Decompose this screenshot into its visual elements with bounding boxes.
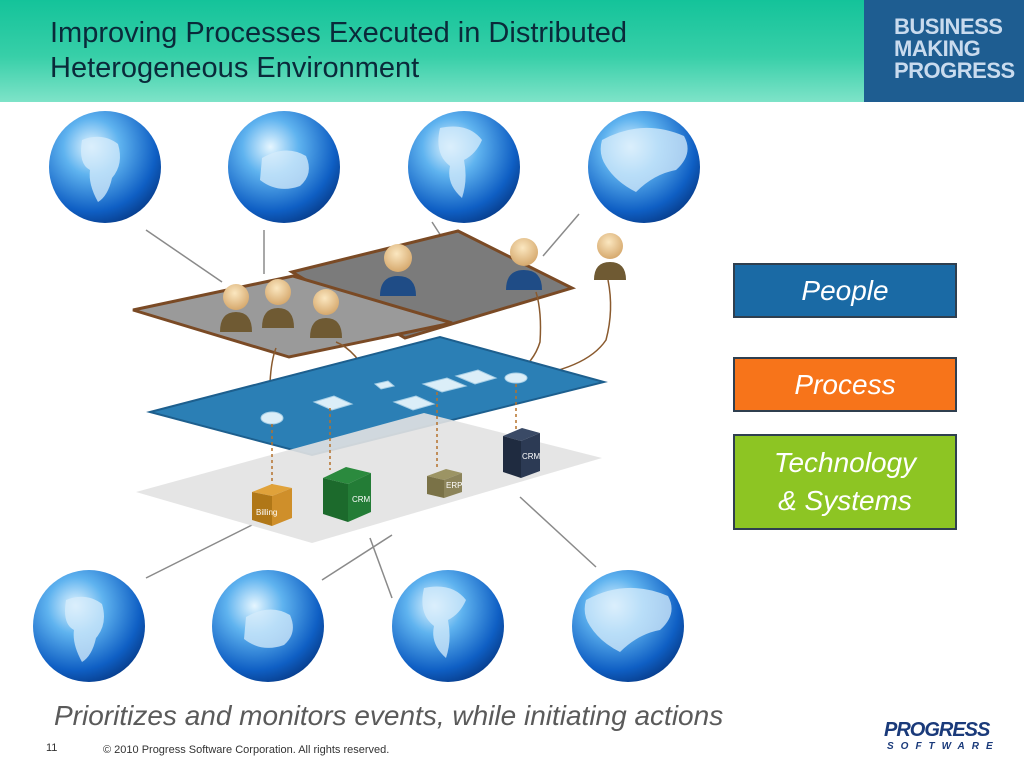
billing-label: Billing: [256, 508, 277, 517]
legend-technology-line-2: & Systems: [778, 485, 912, 516]
person-icon-2: [262, 279, 294, 328]
globe-icon-bottom-3: [392, 570, 504, 682]
legend-process-label: Process: [794, 369, 896, 400]
globe-icon-bottom-4: [572, 570, 684, 682]
brand-panel: BUSINESS MAKING PROGRESSTM: [864, 0, 1024, 102]
slide-title: Improving Processes Executed in Distribu…: [50, 16, 627, 86]
legend-people: People: [733, 263, 957, 318]
legend-technology-line-1: Technology: [773, 447, 917, 478]
copyright: © 2010 Progress Software Corporation. Al…: [103, 744, 390, 756]
brand-line-1: BUSINESS: [894, 14, 1003, 39]
globe-icon-top-4: [588, 111, 700, 223]
connector-lines: [145, 213, 597, 599]
diagram-scene: Billing CRM ERP CRM: [33, 111, 700, 682]
globe-icon-bottom-1: [33, 570, 145, 682]
process-nodes: [260, 369, 528, 425]
crm-label-1: CRM: [352, 495, 371, 504]
globe-icon-top-2: [228, 111, 340, 223]
crm-system-box-1: CRM: [323, 467, 371, 522]
legend-people-label: People: [801, 275, 889, 306]
erp-system-box: ERP: [427, 469, 462, 498]
crm-system-box-2: CRM: [503, 428, 541, 478]
person-icon-3: [310, 289, 342, 338]
legend-process: Process: [733, 357, 957, 412]
globe-icon-top-3: [408, 111, 520, 223]
crm-label-2: CRM: [522, 452, 541, 461]
header-bar: Improving Processes Executed in Distribu…: [0, 0, 864, 102]
globe-icon-bottom-2: [212, 570, 324, 682]
slide-number: 11: [46, 742, 58, 754]
brand-line-3: PROGRESSTM: [894, 60, 1024, 87]
progress-logo: PROGRESS: [884, 719, 990, 741]
erp-label: ERP: [446, 481, 462, 490]
tagline: Prioritizes and monitors events, while i…: [54, 700, 724, 731]
brand-line-2: MAKING: [894, 36, 981, 61]
person-icon-6: [594, 233, 626, 280]
process-plane: [146, 335, 608, 457]
title-line-2: Heterogeneous Environment: [50, 52, 420, 84]
legend-technology: Technology & Systems: [733, 434, 957, 530]
person-icon-5: [506, 238, 542, 290]
person-icon-4: [380, 244, 416, 296]
billing-system-box: Billing: [252, 484, 292, 526]
brand-line-3-text: PROGRESS: [894, 58, 1015, 83]
title-line-1: Improving Processes Executed in Distribu…: [50, 17, 628, 49]
process-system-links: [271, 384, 517, 486]
person-icon-1: [220, 284, 252, 332]
progress-logo-sub: SOFTWARE: [887, 741, 1000, 752]
globe-icon-top-1: [49, 111, 161, 223]
